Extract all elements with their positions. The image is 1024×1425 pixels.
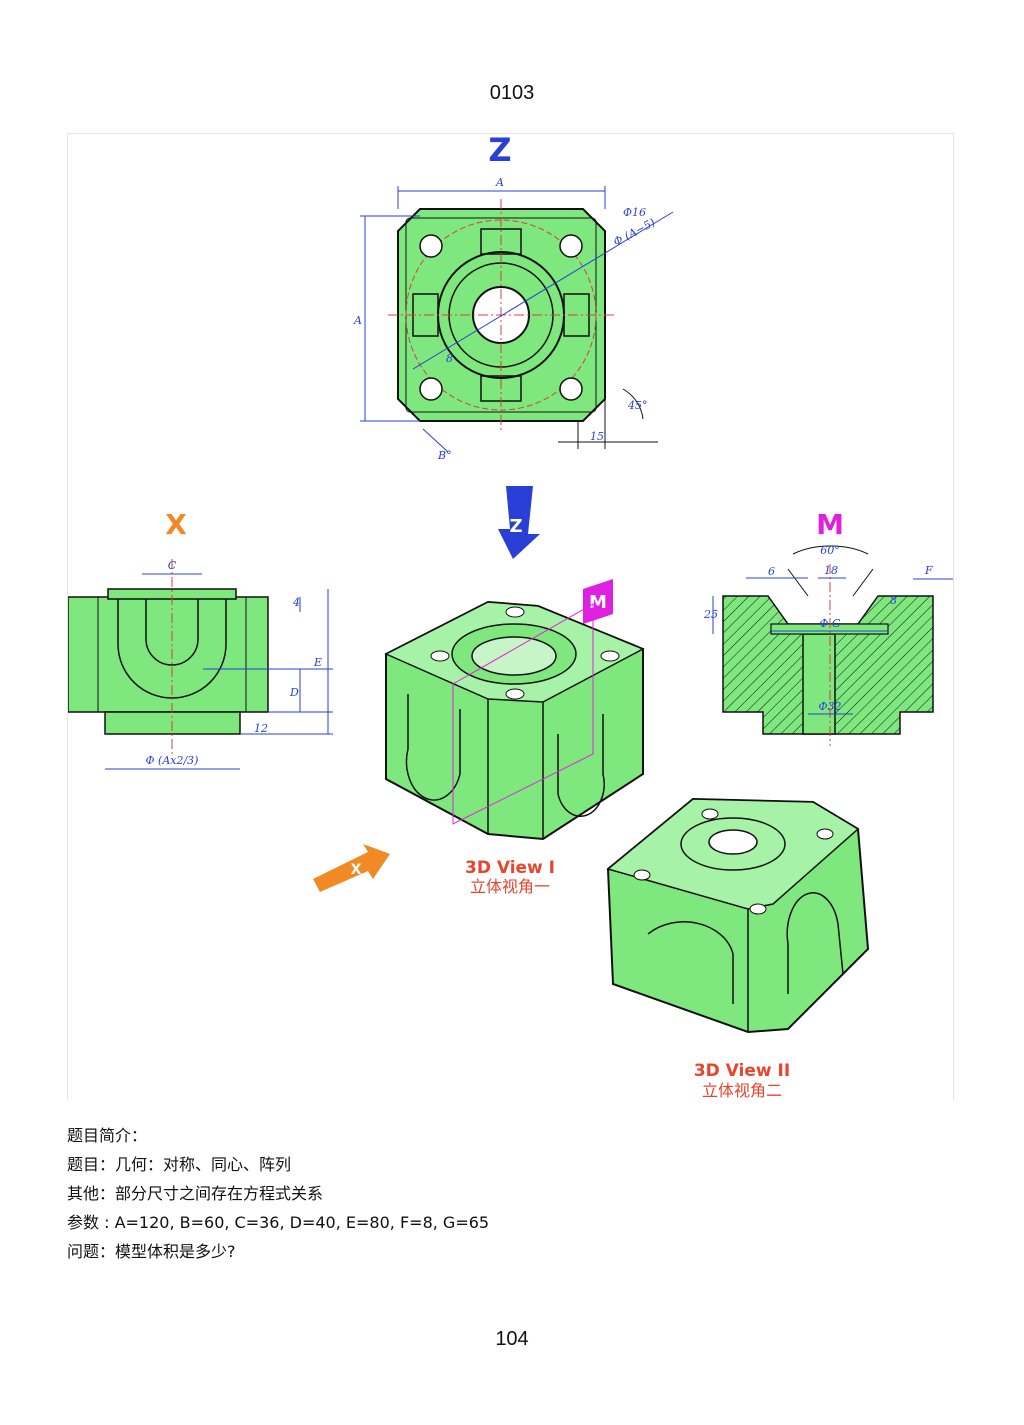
3d-view-2-label: 3D View II xyxy=(694,1061,790,1081)
svg-text:12: 12 xyxy=(254,722,268,735)
svg-text:C: C xyxy=(168,559,177,572)
z-arrow: Z xyxy=(498,486,540,559)
page-number: 104 xyxy=(495,1328,529,1350)
svg-text:8: 8 xyxy=(890,594,897,607)
svg-text:X: X xyxy=(351,862,362,878)
svg-text:Φ (A−5): Φ (A−5) xyxy=(611,216,657,249)
section-view: M 60° 6 18 25 Φ G 8 F Φ32 xyxy=(703,508,953,746)
intro-other: 其他：部分尺寸之间存在方程式关系 xyxy=(67,1184,324,1203)
svg-text:8: 8 xyxy=(446,352,453,365)
svg-text:25: 25 xyxy=(703,608,718,621)
svg-text:60°: 60° xyxy=(820,544,840,557)
3d-view-1-cn: 立体视角一 xyxy=(470,877,550,896)
3d-view-1-label: 3D View I xyxy=(465,858,555,878)
engineering-drawing: Z A A Φ16 Φ (A−5) 8 B° xyxy=(67,133,954,1100)
svg-text:A: A xyxy=(353,314,362,327)
x-arrow: X xyxy=(313,844,390,892)
view-label-z: Z xyxy=(488,134,511,169)
svg-text:D: D xyxy=(289,686,299,699)
svg-text:45°: 45° xyxy=(627,399,648,412)
problem-intro: 题目简介： 题目：几何：对称、同心、阵列 其他：部分尺寸之间存在方程式关系 参数… xyxy=(67,1121,947,1266)
m-marker: M xyxy=(583,579,613,624)
svg-text:Φ16: Φ16 xyxy=(623,206,646,219)
svg-text:18: 18 xyxy=(824,564,838,577)
svg-text:B°: B° xyxy=(437,449,452,462)
intro-question: 问题：模型体积是多少? xyxy=(67,1242,236,1261)
view-label-x: X xyxy=(165,508,187,541)
page-label: 0103 xyxy=(489,82,535,104)
view-label-m: M xyxy=(816,508,844,541)
svg-text:15: 15 xyxy=(590,430,604,443)
top-view: Z A A Φ16 Φ (A−5) 8 B° xyxy=(353,134,674,462)
svg-text:4: 4 xyxy=(292,596,300,609)
svg-text:Φ (Ax2/3): Φ (Ax2/3) xyxy=(146,754,199,767)
intro-heading: 题目简介： xyxy=(67,1126,148,1145)
3d-view-2 xyxy=(606,797,870,1034)
svg-text:M: M xyxy=(589,592,607,613)
svg-text:Φ32: Φ32 xyxy=(818,700,841,713)
svg-text:6: 6 xyxy=(768,565,775,578)
svg-text:Φ G: Φ G xyxy=(819,617,841,630)
svg-text:F: F xyxy=(924,564,933,577)
left-view: X C 4 D E 12 Φ (Ax2/3) xyxy=(68,508,333,770)
intro-params: 参数 : A=120, B=60, C=36, D=40, E=80, F=8,… xyxy=(67,1213,490,1232)
3d-view-1 xyxy=(384,600,645,841)
svg-text:Z: Z xyxy=(509,516,522,537)
intro-topic: 题目：几何：对称、同心、阵列 xyxy=(67,1155,292,1174)
svg-text:E: E xyxy=(313,656,322,669)
3d-view-2-cn: 立体视角二 xyxy=(702,1081,782,1100)
svg-text:A: A xyxy=(495,176,504,189)
